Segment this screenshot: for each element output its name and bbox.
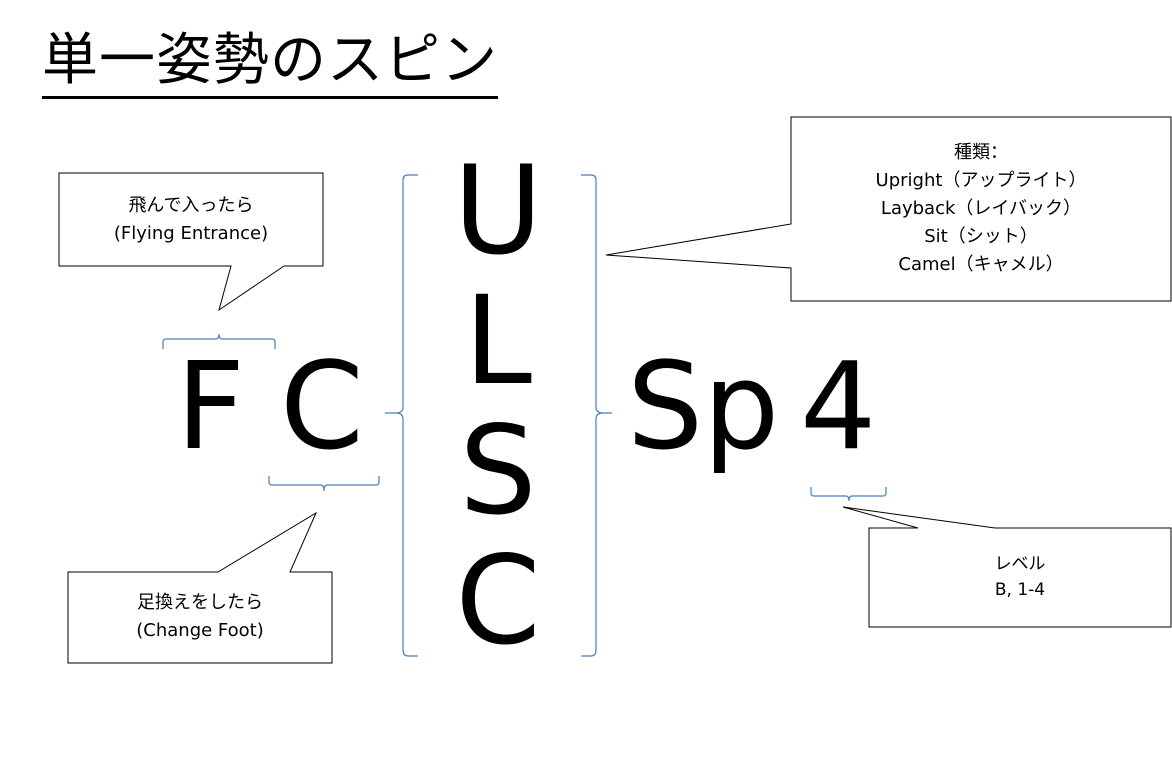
callout-types-item-layback: Layback（レイバック） [880,198,1082,219]
callout-level-line1: レベル [994,554,1046,574]
callout-level-line2: B, 1-4 [994,580,1046,600]
callout-types-item-camel: Camel（キャメル） [898,254,1064,275]
callout-types-item-sit: Sit（シット） [924,226,1038,247]
callout-flying-line1: 飛んで入ったら [128,195,254,216]
code-change-foot-letter: C [280,338,364,477]
position-camel-letter: C [455,530,541,672]
brace-stack-right [581,174,612,657]
brace-level [810,487,887,502]
callout-types-heading: 種類： [954,142,1008,163]
callout-flying-text: 飛んで入ったら (Flying Entrance) [60,192,322,248]
callout-flying-shape [58,172,324,312]
brace-f [162,333,276,349]
callout-types-shape [605,116,1172,302]
callout-change-foot-text: 足換えをしたら (Change Foot) [68,589,332,645]
brace-stack-left [385,174,418,657]
position-upright-letter: U [453,140,543,282]
brace-c [268,476,380,492]
callout-types-text: 種類： Upright（アップライト） Layback（レイバック） Sit（シ… [792,139,1170,279]
code-flying-letter: F [176,338,246,477]
callout-level-shape [842,506,1172,628]
callout-change-foot-line2: (Change Foot) [136,620,264,641]
position-sit-letter: S [459,400,537,542]
page-title: 単一姿勢のスピン [42,28,498,99]
position-layback-letter: L [464,270,532,412]
callout-flying-line2: (Flying Entrance) [113,223,269,244]
callout-level-text: レベル B, 1-4 [870,551,1170,603]
callout-types-item-upright: Upright（アップライト） [875,170,1087,191]
callout-change-foot-shape [67,511,333,664]
code-spin-abbrev: Sp [627,338,780,477]
callout-change-foot-line1: 足換えをしたら [137,592,263,613]
code-level-number: 4 [800,338,877,477]
